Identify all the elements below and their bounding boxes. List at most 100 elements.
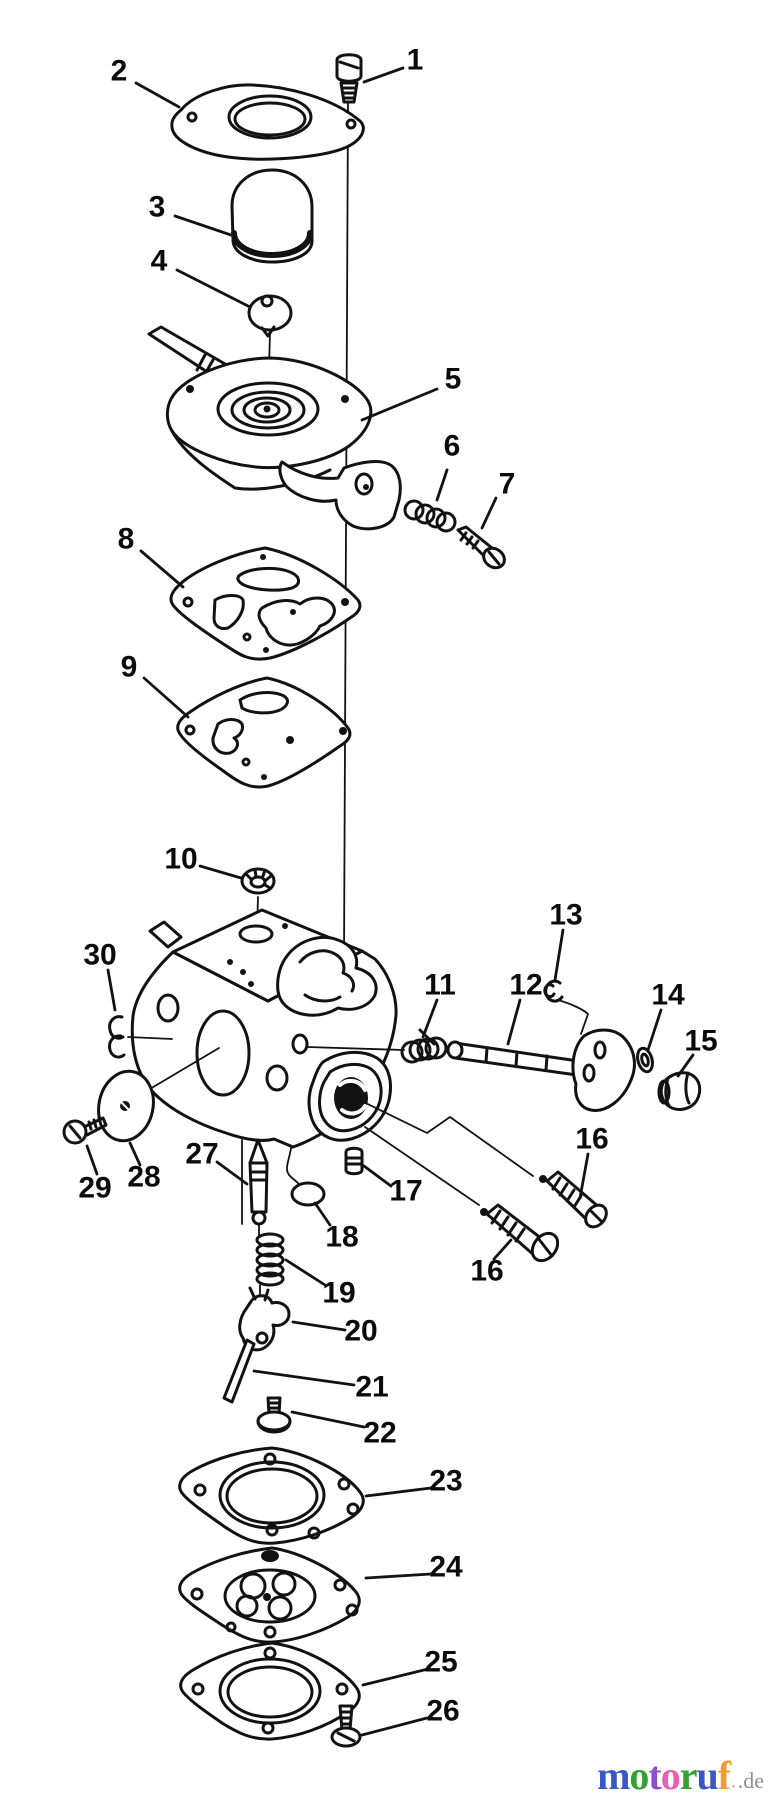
logo-letter: t (648, 1753, 661, 1798)
part-29-screw (62, 1116, 108, 1145)
callout-13-label: 13 (549, 899, 582, 932)
callout-11-label: 11 (424, 969, 456, 1002)
callout-1-leader (362, 66, 405, 84)
part-21-lever-pin (222, 1338, 256, 1404)
part-26-screw (330, 1704, 362, 1748)
callout-8-leader (139, 549, 185, 589)
callout-22-leader (290, 1410, 366, 1429)
part-23-metering-gasket (178, 1446, 365, 1545)
callout-14-label: 14 (651, 979, 685, 1012)
callout-19-leader (284, 1258, 327, 1287)
callout-22-label: 22 (363, 1417, 396, 1450)
part-25-metering-cover (179, 1641, 361, 1741)
carburetor-body (130, 908, 405, 1149)
part-14-washer (636, 1046, 654, 1074)
callout-5-leader (360, 387, 439, 422)
callout-17-label: 17 (389, 1175, 422, 1208)
callout-10-label: 10 (164, 843, 197, 876)
callout-6-label: 6 (444, 430, 461, 463)
callout-29-leader (85, 1144, 99, 1176)
callout-26-label: 26 (426, 1695, 459, 1728)
callout-10-leader (198, 864, 243, 880)
callout-15-label: 15 (684, 1025, 717, 1058)
part-22-screw (256, 1396, 292, 1434)
part-2-cover-plate (170, 83, 365, 161)
logo-suffix: .de (737, 1768, 764, 1793)
callout-15-leader (676, 1053, 695, 1078)
callout-21-label: 21 (355, 1371, 388, 1404)
part-18-welch-plug (286, 1147, 326, 1207)
callout-28-label: 28 (127, 1161, 160, 1194)
callout-4-leader (175, 268, 252, 309)
assembly-axis-line (343, 99, 349, 957)
callout-7-label: 7 (499, 468, 516, 501)
callout-18-label: 18 (325, 1221, 358, 1254)
callout-2-leader (134, 81, 181, 109)
callout-18-leader (313, 1201, 332, 1227)
callout-9-label: 9 (121, 651, 138, 684)
callout-23-leader (364, 1486, 433, 1498)
motoruf-logo[interactable]: motoruf·.de (597, 1750, 764, 1796)
callout-6-leader (435, 468, 449, 502)
callout-28-leader (128, 1141, 142, 1167)
logo-trademark-dot: · (731, 1780, 736, 1795)
part-8-pump-gasket (169, 546, 362, 661)
callout-19-label: 19 (322, 1277, 355, 1310)
logo-letter: r (679, 1753, 698, 1798)
part-15-nut (657, 1071, 702, 1111)
part-16-adjust-screw-low (480, 1203, 560, 1263)
logo-letter: u (696, 1753, 718, 1798)
callout-3-label: 3 (149, 191, 166, 224)
callout-26-leader (360, 1716, 429, 1737)
callout-27-label: 27 (185, 1138, 218, 1171)
callout-8-label: 8 (118, 523, 135, 556)
part-11-return-spring (400, 1028, 448, 1064)
callout-12-label: 12 (509, 969, 542, 1002)
callout-12-leader (506, 998, 522, 1046)
part-4-inlet-screen (247, 294, 293, 338)
callout-11-leader (421, 998, 439, 1039)
part-10-nut (240, 867, 276, 895)
connector-line-16-high (344, 1092, 534, 1177)
callout-21-leader (252, 1369, 356, 1387)
part-12-throttle-shaft (446, 999, 636, 1112)
logo-letter: f (717, 1753, 731, 1798)
part-16-adjust-screw-high (539, 1170, 608, 1229)
part-28-choke-plate (97, 1047, 220, 1143)
callout-5-label: 5 (445, 363, 462, 396)
part-6-spring (403, 499, 457, 533)
part-13-e-clip (543, 979, 564, 1003)
part-24-metering-diaphragm (178, 1546, 361, 1644)
callout-7-leader (480, 496, 498, 530)
callout-27-leader (215, 1160, 249, 1186)
callout-16-label: 16 (470, 1255, 503, 1288)
callout-20-label: 20 (344, 1315, 377, 1348)
callout-16-leader (492, 1238, 513, 1261)
callout-14-leader (646, 1008, 663, 1052)
callout-29-label: 29 (78, 1172, 111, 1205)
callout-25-label: 25 (424, 1646, 457, 1679)
part-9-pump-diaphragm (176, 676, 352, 789)
callout-17-leader (362, 1164, 393, 1188)
callout-24-label: 24 (429, 1551, 463, 1584)
part-27-inlet-needle (241, 1138, 269, 1237)
part-5-pump-body (147, 325, 402, 531)
callout-3-leader (173, 214, 233, 237)
part-30-retaining-clip (108, 1015, 173, 1059)
logo-word: motoruf (597, 1753, 731, 1798)
logo-letter: o (660, 1753, 681, 1798)
callout-1-label: 1 (407, 44, 424, 77)
callout-23-label: 23 (429, 1465, 462, 1498)
callout-16-label: 16 (575, 1123, 608, 1156)
callout-24-leader (364, 1572, 433, 1580)
callout-30-leader (106, 968, 117, 1012)
callout-16-leader (578, 1152, 590, 1200)
part-1-screw (335, 53, 363, 104)
logo-letter: o (629, 1753, 649, 1798)
part-3-filter-dome (230, 168, 314, 264)
callout-13-leader (553, 928, 565, 982)
part-20-metering-lever (238, 1286, 291, 1352)
